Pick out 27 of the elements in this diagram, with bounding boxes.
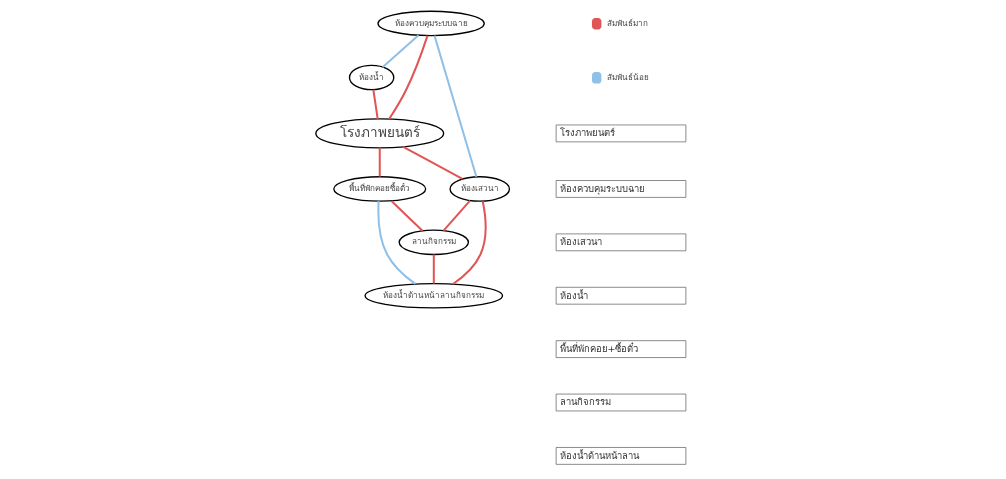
node-ellipse: ห้องควบคุมระบบฉาย [376,10,485,37]
connector [378,147,381,177]
label: ลานกิจกรรม [559,396,611,408]
node-ellipse: ห้องน้ำ [348,64,394,91]
connector [433,35,477,178]
connector [432,254,435,284]
legend-label: สัมพันธ์มาก [606,17,648,28]
connector [390,200,423,232]
label: พื้นที่พักคอย+ซื้อตั๋ว [559,342,638,354]
legend-label: สัมพันธ์น้อย [606,71,649,82]
node-ellipse: ห้องน้ำด้านหน้าลานกิจกรรม [363,282,503,309]
label: ห้องน้ำ [559,289,588,301]
node-ellipse: ลานกิจกรรม [398,229,469,256]
label: ห้องควบคุมระบบฉาย [559,182,645,194]
connector [402,145,463,180]
connector [442,200,471,232]
node-ellipse: พื้นที่พักคอยซื้อตั๋ว [332,176,426,202]
node-ellipse: ห้องเสวนา [448,176,510,202]
connector [376,201,416,285]
connector [387,35,428,120]
connector [381,34,419,68]
connector [371,89,379,120]
label: ห้องเสวนา [559,236,602,248]
connector [452,201,487,285]
label: โรงภาพยนตร์ [559,127,615,139]
label: ห้องน้ำด้านหน้าลาน [559,449,639,461]
node-ellipse: โรงภาพยนตร์ [314,118,444,149]
